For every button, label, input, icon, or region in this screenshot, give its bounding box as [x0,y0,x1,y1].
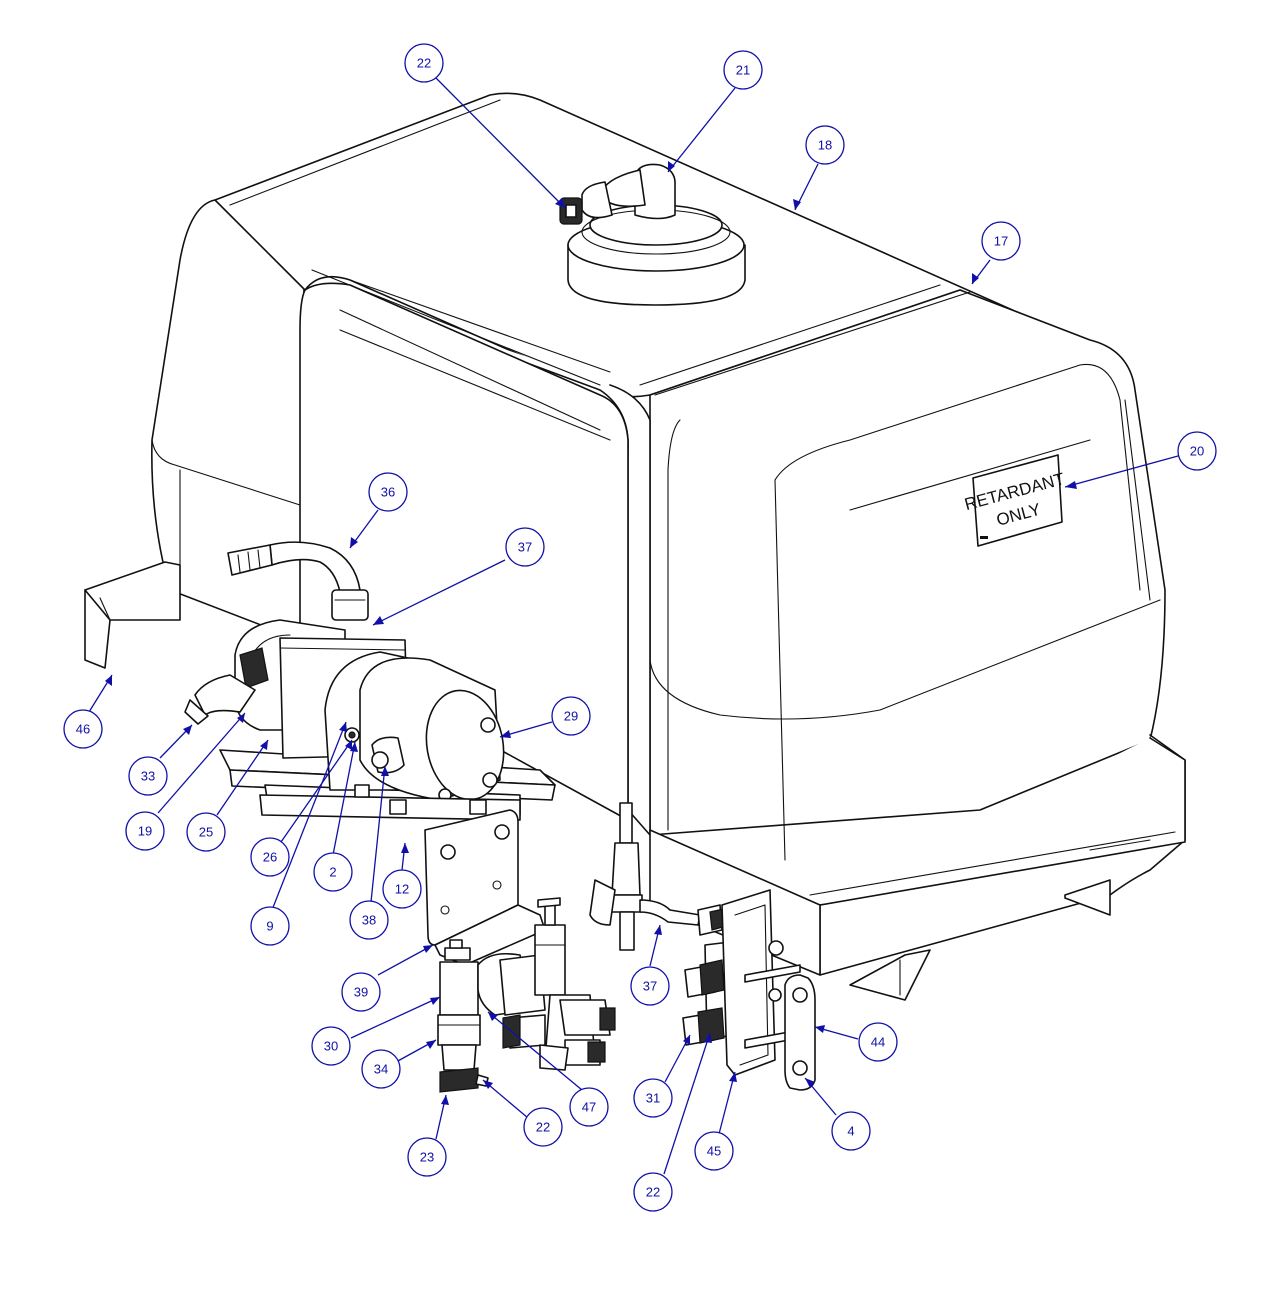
mount-plate [424,809,546,966]
callout-bubble [368,472,408,512]
callout-4: 4 [831,1111,871,1151]
callout-number: 37 [643,979,657,994]
callout-bubble [349,900,389,940]
callout-34: 34 [361,1049,401,1089]
callout-bubble [125,811,165,851]
callout-number: 9 [266,919,273,934]
callout-number: 22 [646,1185,660,1200]
callout-number: 46 [76,722,90,737]
callout-36: 36 [368,472,408,512]
callout-25: 25 [186,812,226,852]
callout-bubble [858,1022,898,1062]
callout-bubble [250,837,290,877]
callout-number: 30 [324,1039,338,1054]
callout-12: 12 [382,869,422,909]
hose-36 [227,541,369,621]
callout-bubble [63,709,103,749]
callout-bubble [1177,431,1217,471]
callout-number: 44 [871,1035,885,1050]
callout-bubble [633,1172,673,1212]
callout-bubble [551,696,591,736]
callout-46: 46 [63,709,103,749]
callout-19: 19 [125,811,165,851]
callout-33: 33 [128,756,168,796]
callout-number: 25 [199,825,213,840]
callout-bubble [505,527,545,567]
callout-bubble [694,1131,734,1171]
callout-31: 31 [633,1078,673,1118]
callout-bubble [723,50,763,90]
callout-bubble [569,1087,609,1127]
callout-bubble [361,1049,401,1089]
callout-number: 22 [417,56,431,71]
callout-bubble [523,1107,563,1147]
callout-23: 23 [407,1137,447,1177]
callout-bubble [404,43,444,83]
callout-number: 33 [141,769,155,784]
callout-22: 22 [633,1172,673,1212]
callout-number: 29 [564,709,578,724]
callout-9: 9 [250,906,290,946]
callout-bubble [128,756,168,796]
callout-47: 47 [569,1087,609,1127]
callout-number: 19 [138,824,152,839]
callout-30: 30 [311,1026,351,1066]
callout-number: 37 [518,540,532,555]
lower-valve-assembly [437,897,616,1093]
callout-21: 21 [723,50,763,90]
callout-26: 26 [250,837,290,877]
callout-bubble [630,966,670,1006]
callout-number: 45 [707,1144,721,1159]
callout-number: 12 [395,882,409,897]
callout-37: 37 [505,527,545,567]
callout-number: 39 [354,985,368,1000]
tank [151,92,1166,861]
callout-number: 18 [818,138,832,153]
fill-cap [559,163,746,306]
callout-number: 4 [847,1124,854,1139]
pump-assembly [184,619,521,821]
callout-38: 38 [349,900,389,940]
callout-number: 26 [263,850,277,865]
callout-22: 22 [404,43,444,83]
callout-number: 38 [362,913,376,928]
retardant-only-label: RETARDANT ONLY [963,454,1067,547]
callout-37: 37 [630,966,670,1006]
drain-pipe [589,802,701,951]
callout-number: 34 [374,1062,388,1077]
callout-bubble [382,869,422,909]
callout-number: 21 [736,63,750,78]
callout-number: 31 [646,1091,660,1106]
callout-number: 2 [329,865,336,880]
callout-bubble [250,906,290,946]
callout-22: 22 [523,1107,563,1147]
callout-bubble [407,1137,447,1177]
callout-bubble [311,1026,351,1066]
callout-bubble [831,1111,871,1151]
callout-number: 17 [994,234,1008,249]
callout-number: 36 [381,485,395,500]
callout-2: 2 [313,852,353,892]
callout-18: 18 [805,125,845,165]
callout-20: 20 [1177,431,1217,471]
callout-bubble [633,1078,673,1118]
callout-45: 45 [694,1131,734,1171]
callout-arrowheads [105,161,1077,1105]
callout-number: 47 [582,1100,596,1115]
callout-29: 29 [551,696,591,736]
callout-bubble [313,852,353,892]
callout-number: 22 [536,1120,550,1135]
callout-bubble [981,221,1021,261]
callout-number: 20 [1190,444,1204,459]
callout-bubble [186,812,226,852]
callout-bubble [341,972,381,1012]
callout-number: 23 [420,1150,434,1165]
callout-44: 44 [858,1022,898,1062]
callout-17: 17 [981,221,1021,261]
callout-bubble [805,125,845,165]
callout-39: 39 [341,972,381,1012]
right-manifold [682,889,816,1091]
